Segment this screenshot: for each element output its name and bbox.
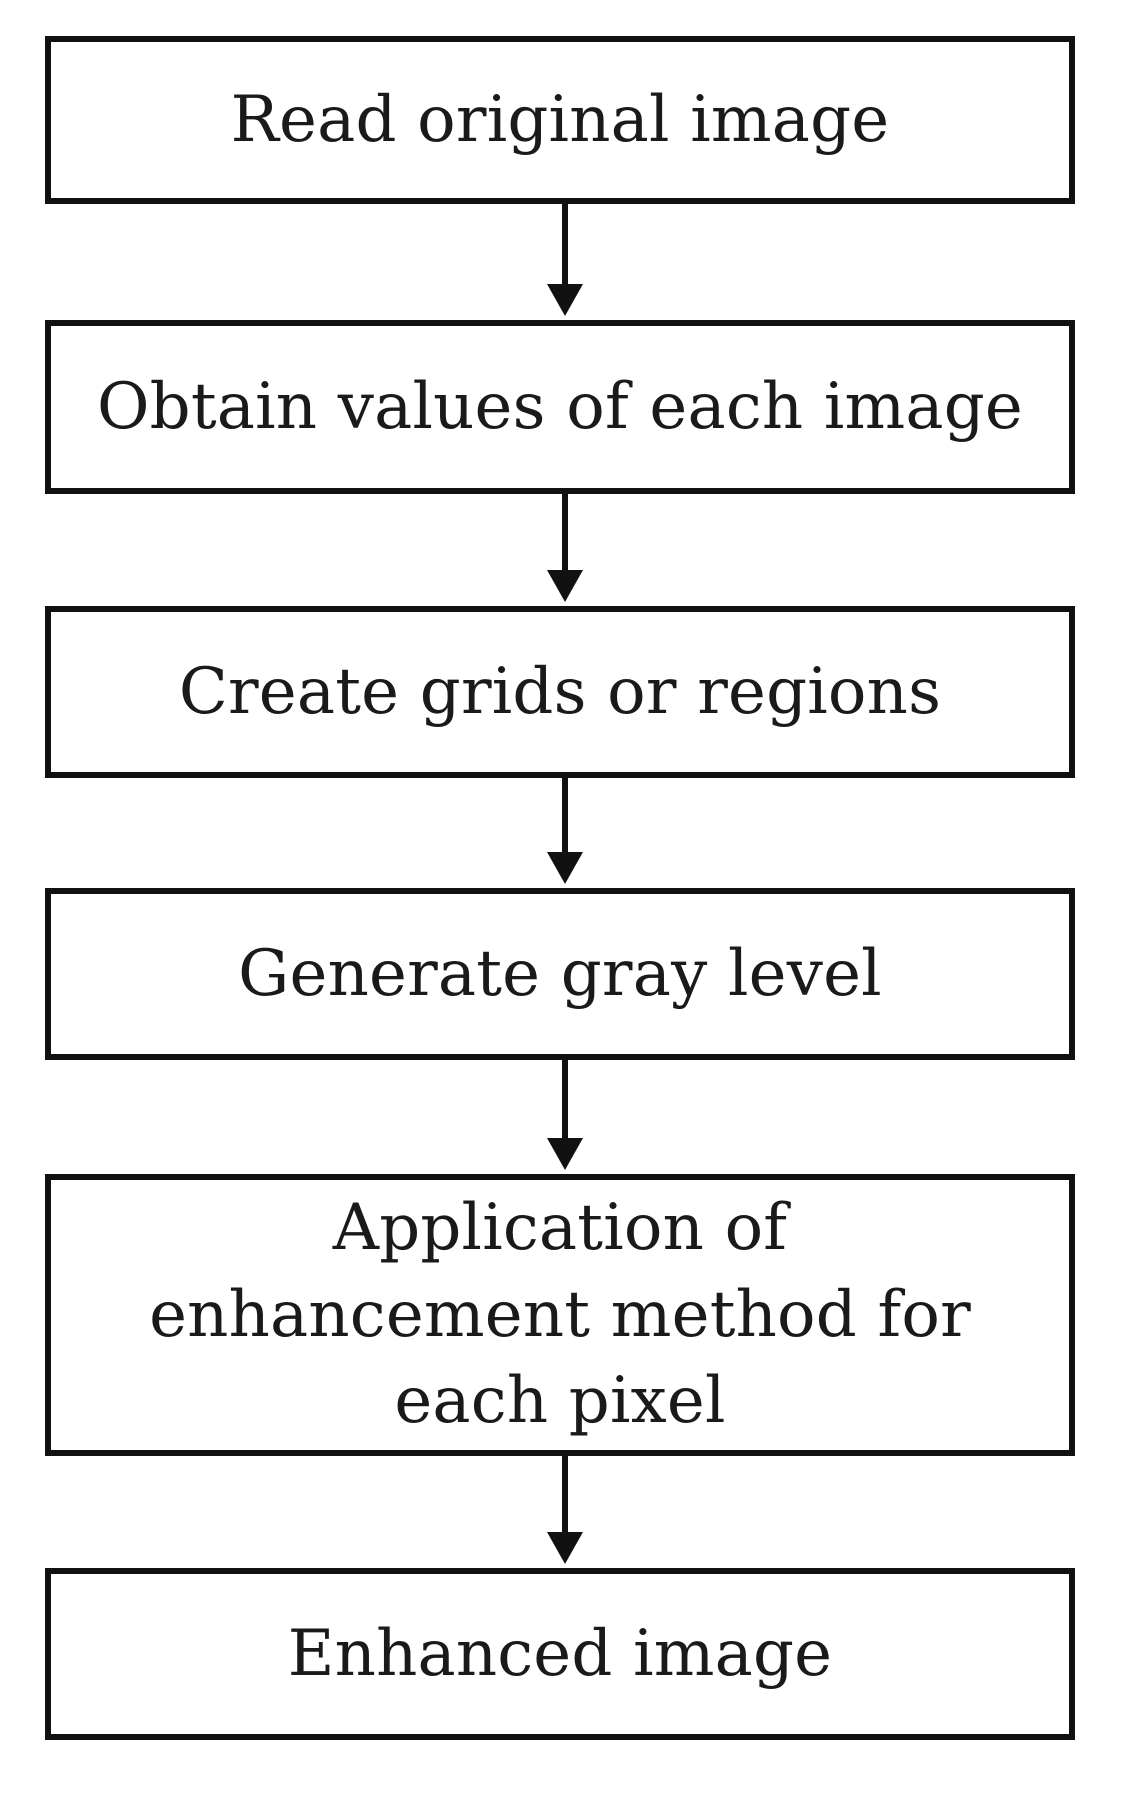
arrow-down-icon <box>535 778 595 888</box>
step-box-application-of-enhancement: Application of enhancement method for ea… <box>45 1174 1075 1456</box>
step-label: Read original image <box>230 82 890 157</box>
step-label: Obtain values of each image <box>97 369 1023 444</box>
step-label: Application of enhancement method for ea… <box>149 1191 971 1439</box>
arrow-down-icon <box>535 1060 595 1174</box>
arrow-down-icon <box>535 1456 595 1568</box>
step-label: Create grids or regions <box>178 654 942 729</box>
step-label: Enhanced image <box>287 1616 833 1691</box>
arrow-down-icon <box>535 494 595 606</box>
step-box-obtain-values: Obtain values of each image <box>45 320 1075 494</box>
step-label: Generate gray level <box>238 936 882 1011</box>
arrow-down-icon <box>535 204 595 320</box>
step-box-read-original-image: Read original image <box>45 36 1075 204</box>
step-box-create-grids: Create grids or regions <box>45 606 1075 778</box>
step-box-enhanced-image: Enhanced image <box>45 1568 1075 1740</box>
step-box-generate-gray-level: Generate gray level <box>45 888 1075 1060</box>
